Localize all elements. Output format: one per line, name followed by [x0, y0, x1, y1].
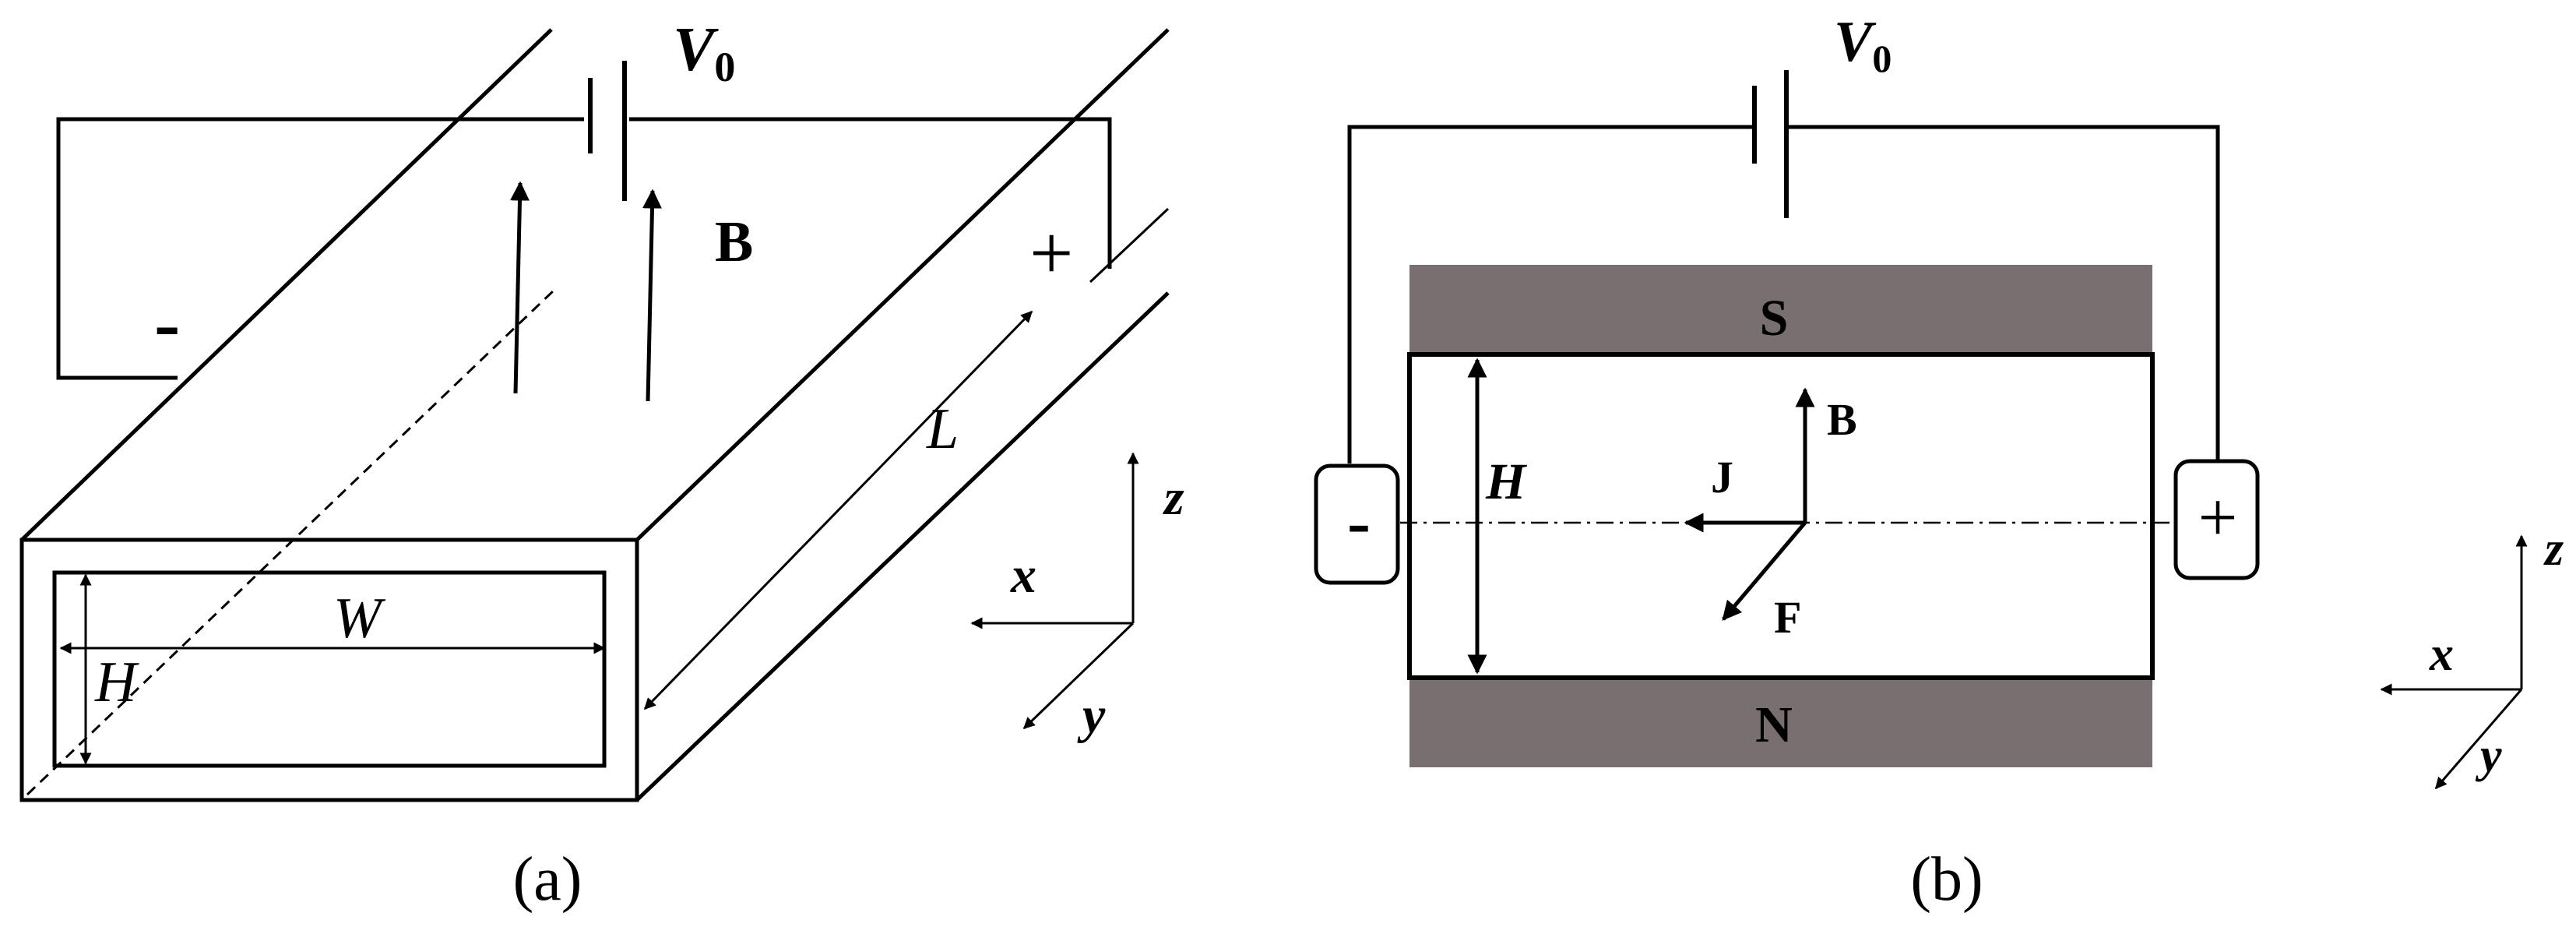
axes-b: z x y [2380, 523, 2564, 790]
caption-a: (a) [513, 845, 582, 914]
minus-electrode [1314, 463, 1400, 585]
plus-electrode [2173, 459, 2260, 580]
minus-sign: - [154, 280, 180, 366]
axis-x-label-b: x [2429, 628, 2454, 681]
axes-a: z x y [970, 452, 1184, 744]
height-label: H [94, 650, 139, 714]
width-label: W [333, 587, 386, 650]
panel-a: V0 B + - L W H z x y (a) [19, 16, 1184, 914]
panel-b: S N - + H B J F V0 z x y [1314, 10, 2564, 914]
b-field-arrows [510, 181, 662, 402]
minus-electrode-label: - [1347, 484, 1371, 561]
channel [1407, 352, 2155, 680]
circuit-a [56, 61, 1112, 380]
voltage-label-b: V0 [1834, 10, 1892, 80]
caption-b: (b) [1910, 845, 1983, 914]
height-label-b: H [1485, 453, 1528, 510]
circuit-b [1347, 70, 2220, 463]
field-label-b: B [1827, 394, 1857, 445]
force-label: F [1774, 592, 1801, 643]
axis-z-label-b: z [2543, 523, 2564, 576]
force-vectors: B J F [1684, 387, 1857, 643]
south-pole-magnet [1409, 265, 2152, 354]
voltage-label: V0 [673, 16, 735, 90]
plus-electrode-label: + [2198, 479, 2238, 556]
hidden-edge [26, 288, 556, 796]
plus-sign: + [1029, 210, 1073, 296]
field-label: B [715, 210, 753, 274]
axis-y-label: y [1077, 687, 1106, 744]
north-pole-label: N [1755, 696, 1793, 753]
length-label: L [926, 397, 959, 461]
current-label: J [1711, 452, 1733, 502]
duct-box [19, 28, 1170, 802]
axis-z-label: z [1163, 469, 1184, 526]
north-pole-magnet [1409, 678, 2152, 767]
axis-x-label: x [1010, 547, 1036, 604]
length-dimension [643, 310, 1033, 710]
south-pole-label: S [1760, 290, 1789, 347]
